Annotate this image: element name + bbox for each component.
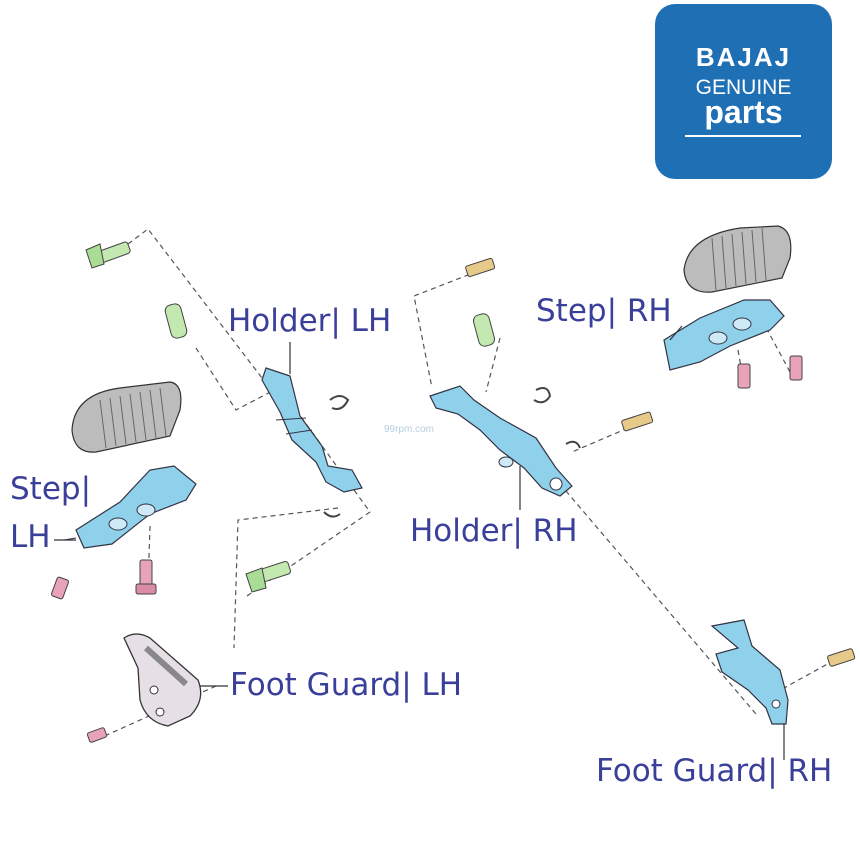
label-foot-guard-rh: Foot Guard| RH	[596, 753, 833, 789]
bolt-gold-far-right	[827, 648, 856, 667]
foot-guard-rh	[710, 619, 789, 725]
bolt-gold-right	[621, 411, 654, 432]
watermark: 99rpm.com	[384, 424, 435, 435]
pin-middle	[472, 313, 496, 347]
label-step-lh-1: Step|	[10, 471, 92, 507]
logo-parts: parts	[704, 94, 783, 130]
pin-left	[164, 303, 188, 339]
step-rh-rubber	[683, 225, 792, 293]
bolts-pink-lh	[51, 559, 157, 600]
bolts-pink-rh	[737, 355, 803, 389]
label-holder-lh: Holder| LH	[228, 303, 392, 339]
foot-guard-lh	[123, 633, 202, 727]
bajaj-genuine-parts-logo: BAJAJ GENUINE parts	[655, 4, 832, 179]
label-foot-guard-lh: Foot Guard| LH	[230, 667, 463, 703]
bolt-gold-upper	[465, 257, 496, 278]
logo-genuine: GENUINE	[695, 76, 792, 99]
bolt-lower-mid	[245, 561, 292, 593]
label-step-rh: Step| RH	[536, 293, 672, 329]
label-step-lh-2: LH	[10, 519, 51, 555]
leader-lines	[54, 325, 785, 760]
logo-brand: BAJAJ	[695, 42, 792, 72]
holder-rh-bracket	[429, 385, 581, 497]
holder-lh-bracket	[261, 367, 363, 518]
step-lh-rubber	[71, 381, 182, 453]
logo-underline	[685, 135, 801, 137]
step-rh-metal	[663, 299, 785, 371]
label-holder-rh: Holder| RH	[410, 513, 578, 549]
bolt-upper-left	[85, 241, 131, 269]
bolt-bottom-left	[86, 727, 108, 743]
